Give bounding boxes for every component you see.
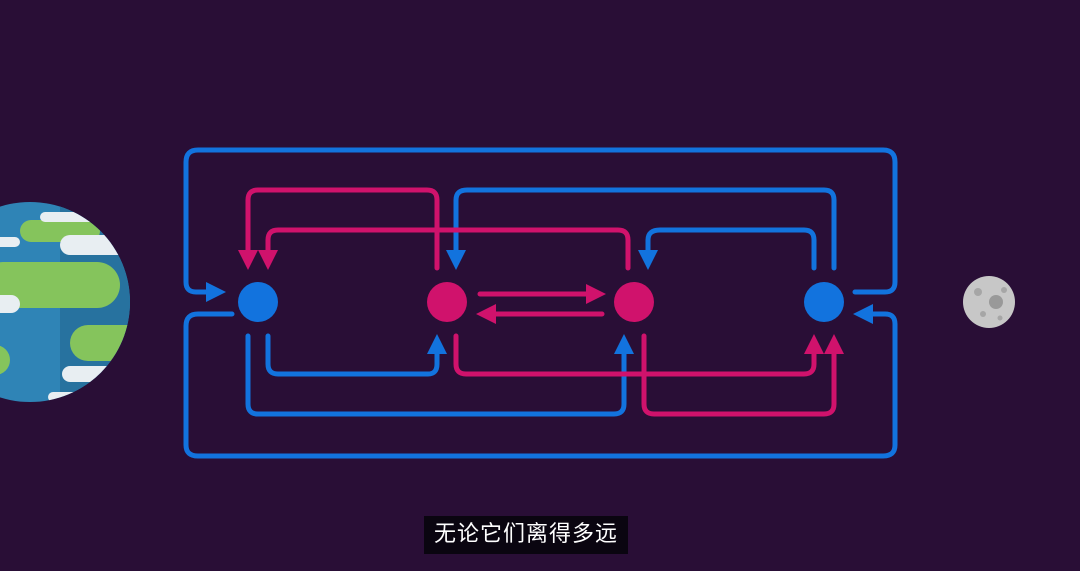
arrow-up-blue-2-a [804, 334, 824, 354]
arrow-down-blue-1-a [238, 250, 258, 270]
pink-node-1 [427, 282, 467, 322]
arrow-up-pink-1 [427, 334, 447, 354]
arrow-down-pink-2 [638, 250, 658, 270]
blue-link-outer-bottom [183, 311, 898, 459]
arrow-into-blue-node-2 [853, 304, 873, 324]
earth-icon [0, 202, 130, 402]
pink-node-2 [614, 282, 654, 322]
blue-link-left-low [265, 333, 440, 377]
arrow-down-blue-1-b [258, 250, 278, 270]
pink-link-top-left [245, 187, 440, 271]
moon-icon [963, 276, 1015, 328]
blue-link-top-right [453, 187, 837, 271]
pink-arrowheads [238, 250, 844, 354]
blue-links [183, 147, 898, 459]
blue-link-mid-right [645, 227, 817, 271]
blue-arrowheads [206, 250, 873, 354]
pink-link-bottom-mid [453, 333, 817, 377]
arrow-up-blue-2-b [824, 334, 844, 354]
blue-link-outer-top [183, 147, 898, 295]
arrow-into-blue-node-1 [206, 282, 226, 302]
arrow-right-head [586, 284, 606, 304]
arrow-up-pink-2 [614, 334, 634, 354]
pink-links [245, 187, 837, 417]
subtitle-caption: 无论它们离得多远 [424, 516, 629, 554]
blue-link-left-bottom [245, 333, 627, 417]
pink-link-bottom-right [641, 333, 837, 417]
pink-link-top-mid [265, 227, 631, 271]
arrow-down-pink-1 [446, 250, 466, 270]
arrow-left-head [476, 304, 496, 324]
blue-node-1 [238, 282, 278, 322]
blue-node-2 [804, 282, 844, 322]
